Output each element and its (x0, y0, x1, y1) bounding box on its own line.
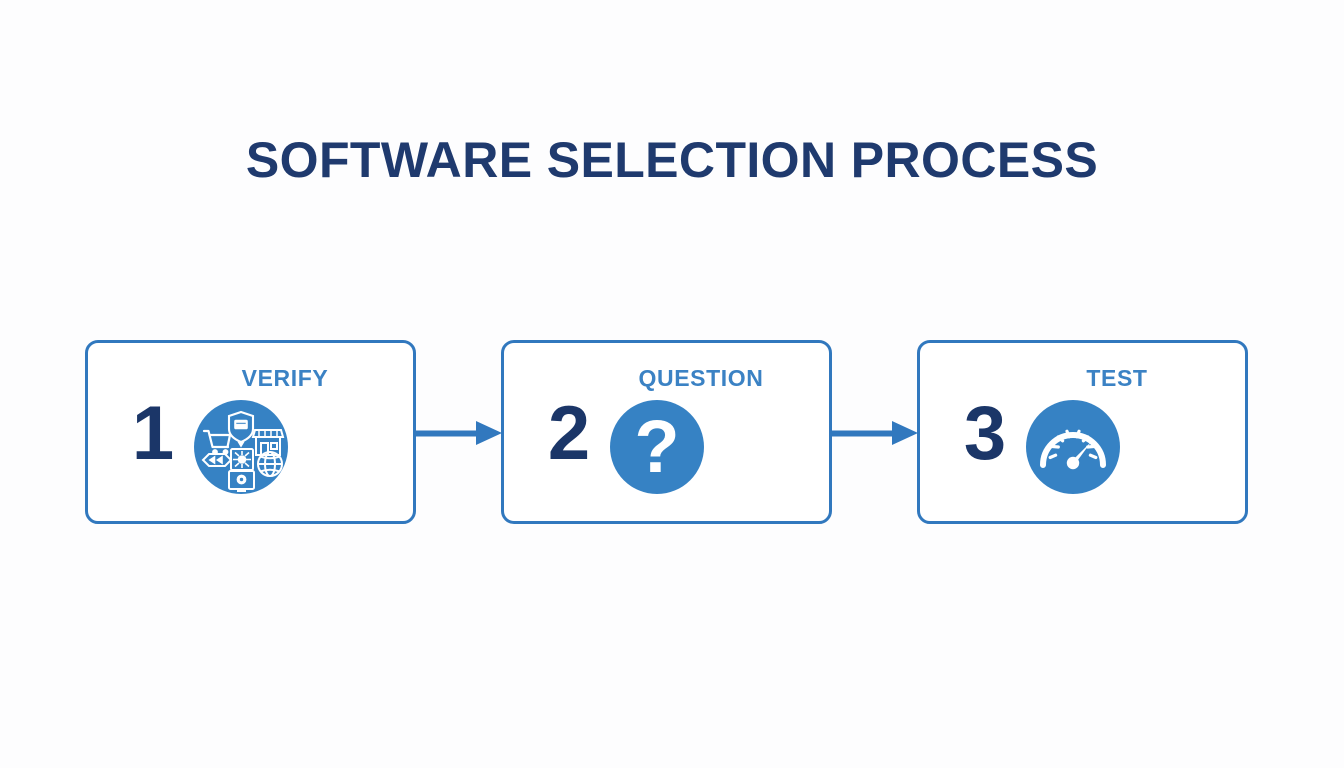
speedometer-gauge-icon (1025, 399, 1121, 495)
step-card-3[interactable]: 3 TEST (917, 340, 1248, 524)
step-card-2[interactable]: 2 QUESTION ? (501, 340, 832, 524)
page-title: SOFTWARE SELECTION PROCESS (245, 132, 1099, 188)
step-label-3: TEST (1086, 365, 1148, 391)
question-mark-icon: ? (609, 399, 705, 495)
ecommerce-icon-cluster-icon (193, 399, 289, 495)
step-number-3: 3 (963, 391, 1007, 476)
step-number-2: 2 (547, 391, 591, 476)
step-label-1: VERIFY (241, 365, 329, 391)
process-flow: 1 VERIFY (85, 340, 1248, 524)
arrow-right-icon (832, 420, 920, 446)
step-card-1[interactable]: 1 VERIFY (85, 340, 416, 524)
svg-text:?: ? (634, 405, 679, 488)
step-label-2: QUESTION (638, 365, 764, 391)
arrow-right-icon (416, 420, 504, 446)
step-number-1: 1 (131, 391, 175, 476)
